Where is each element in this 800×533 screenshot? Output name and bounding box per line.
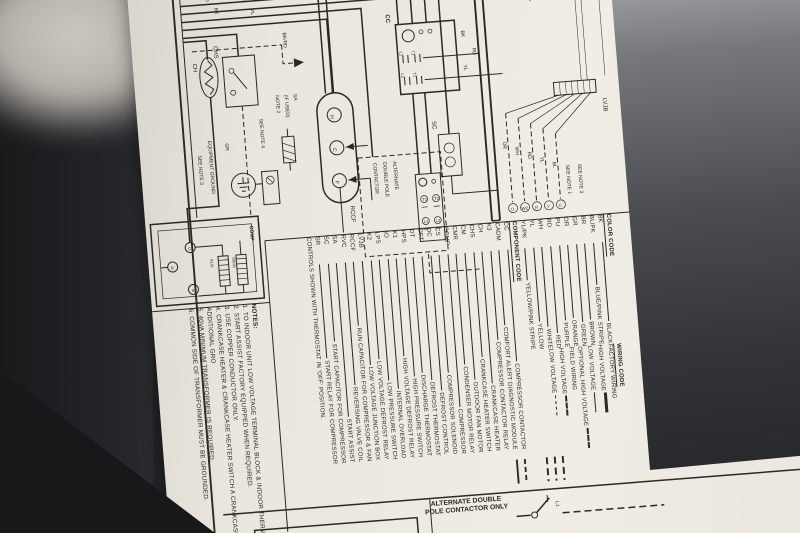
lv-terminal-y: Y — [547, 204, 550, 209]
main-winding-label: MAIN — [231, 257, 237, 268]
see-note-3: SEE NOTE 3 — [576, 164, 584, 194]
cc-wire-bk: BK — [459, 30, 466, 38]
wire-label-bk-rd: BK/RD — [281, 32, 288, 48]
lv-wire-or: OR — [501, 141, 508, 149]
adpc-terminal-l1: L1 — [424, 219, 430, 224]
sa-note-2: NOTE 2 — [274, 95, 281, 114]
cc-contact-l1: L1 — [398, 51, 403, 57]
run-capacitor: H C F RCCF — [316, 92, 373, 233]
low-voltage-junction-box: LVJB OR WH RD YL BL O W2 R Y C SEE NOTE … — [501, 78, 608, 213]
adpc-line2: DOUBLE POLE — [381, 162, 390, 198]
l1-terminal-label: L1 — [554, 501, 560, 507]
wire-label: YL — [249, 9, 255, 16]
component-code-entries: CC COMPRESSOR CONTACTOR CADM COMFORT ALE… — [312, 221, 533, 533]
lv-terminal-w2: W2 — [521, 205, 528, 211]
comp-terminal-r: R — [171, 265, 174, 270]
rccf-terminal-c: C — [331, 148, 337, 152]
adpc-line3: CONTACTOR — [371, 163, 379, 195]
see-note-4: SEE NOTE 4 — [257, 118, 265, 148]
rccf-label: RCCF — [348, 206, 355, 223]
equipment-ground-label: EQUIPMENT GROUND — [206, 141, 216, 195]
legend: COLOR CODE BK BLACK BL/PK — [271, 213, 635, 533]
cc-label: CC — [384, 14, 391, 24]
cc-contact-t2: T2 — [412, 72, 417, 78]
comp-terminal-c: C — [188, 246, 191, 251]
ch-label: CH — [191, 64, 198, 73]
chs-label: CHS — [211, 46, 218, 59]
wire-label: RD — [203, 0, 210, 2]
start-capacitor: SC — [430, 121, 463, 178]
color-code-entries: BK BLACK BL/PK BLUE/PINK STRIPE — [518, 214, 614, 350]
alternate-contactor-panel: ALTERNATE DOUBLE POLE CONTACTOR ONLY L1 — [424, 473, 796, 533]
comp-label: COMP — [248, 226, 255, 242]
alternate-double-pole-contactor: ALTERNATE DOUBLE POLE CONTACTOR T1 T2 L1… — [357, 151, 449, 258]
lv-wire-wh: WH — [513, 146, 520, 155]
lv-wire-rd: RD — [526, 152, 533, 160]
wires — [178, 0, 606, 243]
lv-wire-bl: BL — [551, 162, 557, 169]
wire-label: BK — [212, 8, 219, 16]
wiring-code-block: WIRING CODE FACTORY WIRING HIGH VOLTAGE … — [531, 343, 630, 452]
adpc-terminal-t1: T1 — [422, 197, 428, 202]
bottom-panel-box — [253, 516, 424, 533]
lv-terminal-o: O — [511, 206, 515, 211]
cc-wire-yl: YL — [462, 64, 468, 71]
lv-terminal-c: C — [559, 203, 562, 208]
wire-label-gr: GR — [223, 143, 230, 151]
wiring-code-line-samples — [515, 455, 566, 484]
rccf-terminal-f: F — [333, 181, 339, 185]
rccf-terminal-h: H — [328, 115, 334, 119]
lv-wire-yl: YL — [538, 157, 544, 164]
wire-color-labels: PU RD BK PK BR YL BK/RD GR — [203, 0, 288, 152]
wire-label: BR — [240, 0, 247, 3]
see-note-1: SEE NOTE 1 — [564, 165, 572, 195]
lvjb-label: LVJB — [601, 97, 608, 111]
aux-winding-label: AUX — [209, 259, 215, 268]
line-style-sample — [551, 395, 561, 416]
sa-if-used: (IF USED) — [282, 94, 290, 118]
crankcase-heater: CH — [191, 57, 219, 99]
alternate-contactor-symbol: L1 — [516, 494, 665, 519]
equipment-ground-note: SEE NOTE 3 — [196, 155, 204, 185]
adpc-line1: ALTERNATE — [391, 161, 399, 191]
compressor-contactor: L1 T1 L2 T2 CC BK RD YL — [384, 14, 477, 175]
start-assist: SA (IF USED) NOTE 2 SEE NOTE 4 — [257, 94, 298, 171]
line-style-sample — [590, 392, 600, 413]
cc-contact-l2: L2 — [400, 73, 405, 79]
lv-terminal-r: R — [535, 205, 538, 210]
line-style-sample — [583, 428, 593, 449]
crankcase-heater-switch: CHS — [211, 46, 259, 108]
color-code-list: COLOR CODE BK BLACK BL/PK — [518, 213, 622, 350]
sc-label: SC — [430, 121, 437, 130]
line-style-sample — [601, 393, 611, 414]
equipment-ground: EQUIPMENT GROUND SEE NOTE 3 — [196, 141, 281, 206]
compressor: C R S AUX MAIN COMP — [149, 215, 266, 308]
cc-wire-rd: RD — [470, 48, 477, 56]
adpc-terminal-l2: L2 — [436, 218, 442, 223]
wire-arrow — [293, 58, 304, 68]
sa-label: SA — [291, 94, 298, 102]
line-style-sample — [562, 396, 572, 417]
component-code-list: COMPONENT CODE CC COMPRESSOR CONTACTOR C… — [312, 221, 541, 533]
cc-contact-t1: T1 — [410, 50, 415, 56]
comp-terminal-s: S — [191, 288, 194, 293]
adpc-terminal-t2: T2 — [434, 196, 440, 201]
